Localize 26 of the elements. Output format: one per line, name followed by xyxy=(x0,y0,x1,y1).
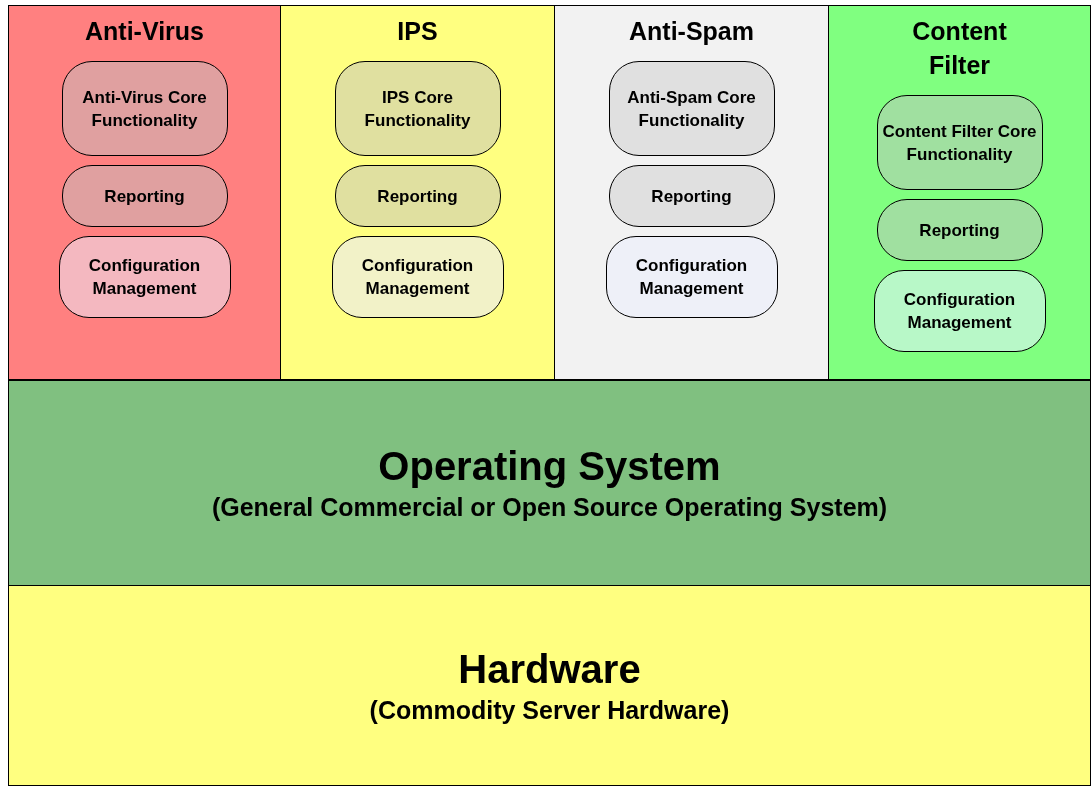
column-panel xyxy=(8,5,281,380)
layer-band xyxy=(8,380,1091,586)
rounded-box: Reporting xyxy=(334,165,501,227)
layer-band xyxy=(8,585,1091,786)
rounded-box: Anti-Virus Core Functionality xyxy=(61,61,228,156)
column-title: IPS xyxy=(396,16,439,47)
layer-subtitle: (Commodity Server Hardware) xyxy=(369,694,730,726)
rounded-box: IPS Core Functionality xyxy=(334,61,501,156)
rounded-box: Reporting xyxy=(608,165,775,227)
rounded-box: Reporting xyxy=(876,199,1043,261)
rounded-box: Configuration Management xyxy=(873,270,1046,352)
rounded-box: Configuration Management xyxy=(605,236,778,318)
column-panel xyxy=(554,5,829,380)
rounded-box: Configuration Management xyxy=(331,236,504,318)
column-title: Anti-Spam xyxy=(628,16,755,47)
layer-subtitle: (General Commercial or Open Source Operating System) xyxy=(211,492,888,523)
rounded-box: Content Filter Core Functionality xyxy=(876,95,1043,190)
layer-title: Operating System xyxy=(378,443,721,490)
rounded-box: Reporting xyxy=(61,165,228,227)
layer-title: Hardware xyxy=(458,645,641,693)
column-panel xyxy=(828,5,1091,380)
rounded-box: Anti-Spam Core Functionality xyxy=(608,61,775,156)
rounded-box: Configuration Management xyxy=(58,236,231,318)
column-panel xyxy=(280,5,555,380)
column-title: Content Filter xyxy=(911,16,1008,81)
column-title: Anti-Virus xyxy=(84,16,205,47)
